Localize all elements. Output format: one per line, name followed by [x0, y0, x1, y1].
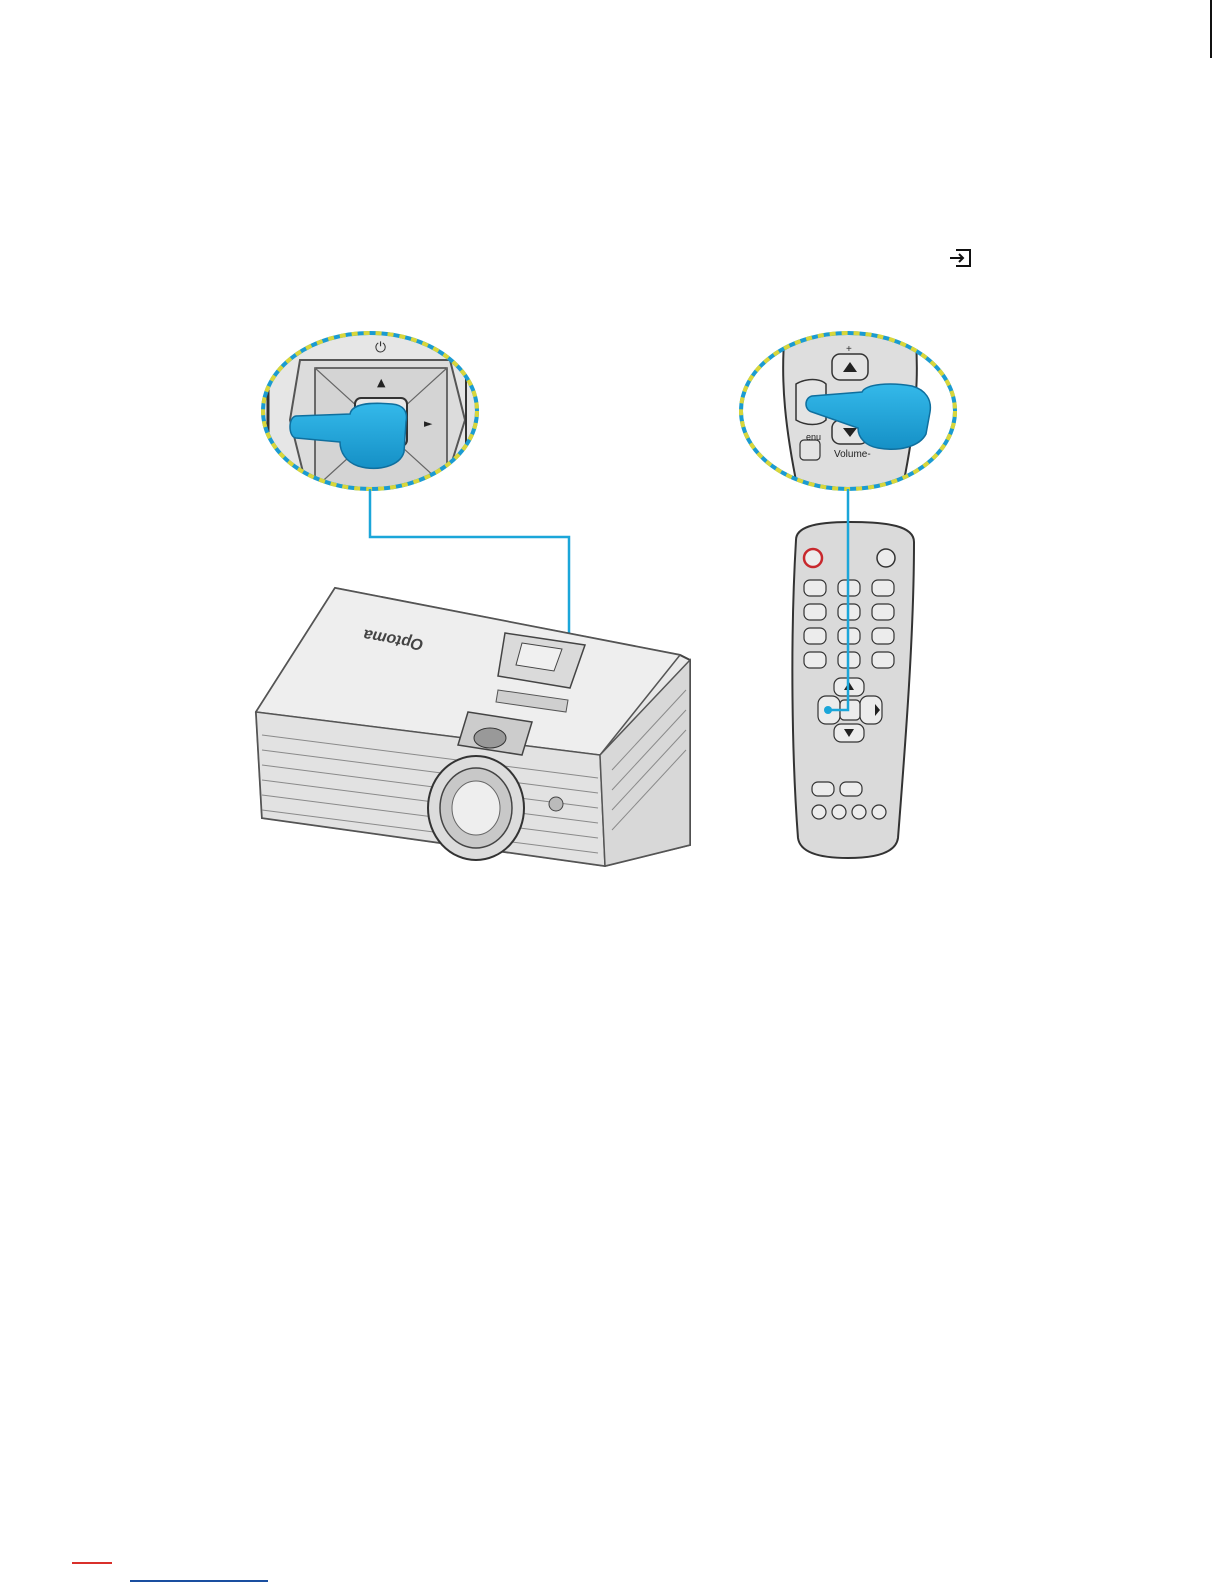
footer-red-rule [72, 1562, 112, 1564]
remote-zoom-volume-label: Volume- [834, 449, 871, 460]
footer-blue-rule [130, 1580, 268, 1582]
projector-body: Optoma [256, 588, 690, 866]
keypad-right-arrow: ► [424, 417, 433, 430]
remote-control [792, 522, 914, 858]
remote-zoom-menu-label: enu [806, 432, 821, 442]
keypad-power-symbol: ⏻ [375, 340, 386, 356]
keypad-up-arrow: ▲ [377, 376, 386, 389]
remote-zoom-plus: + [846, 344, 852, 355]
